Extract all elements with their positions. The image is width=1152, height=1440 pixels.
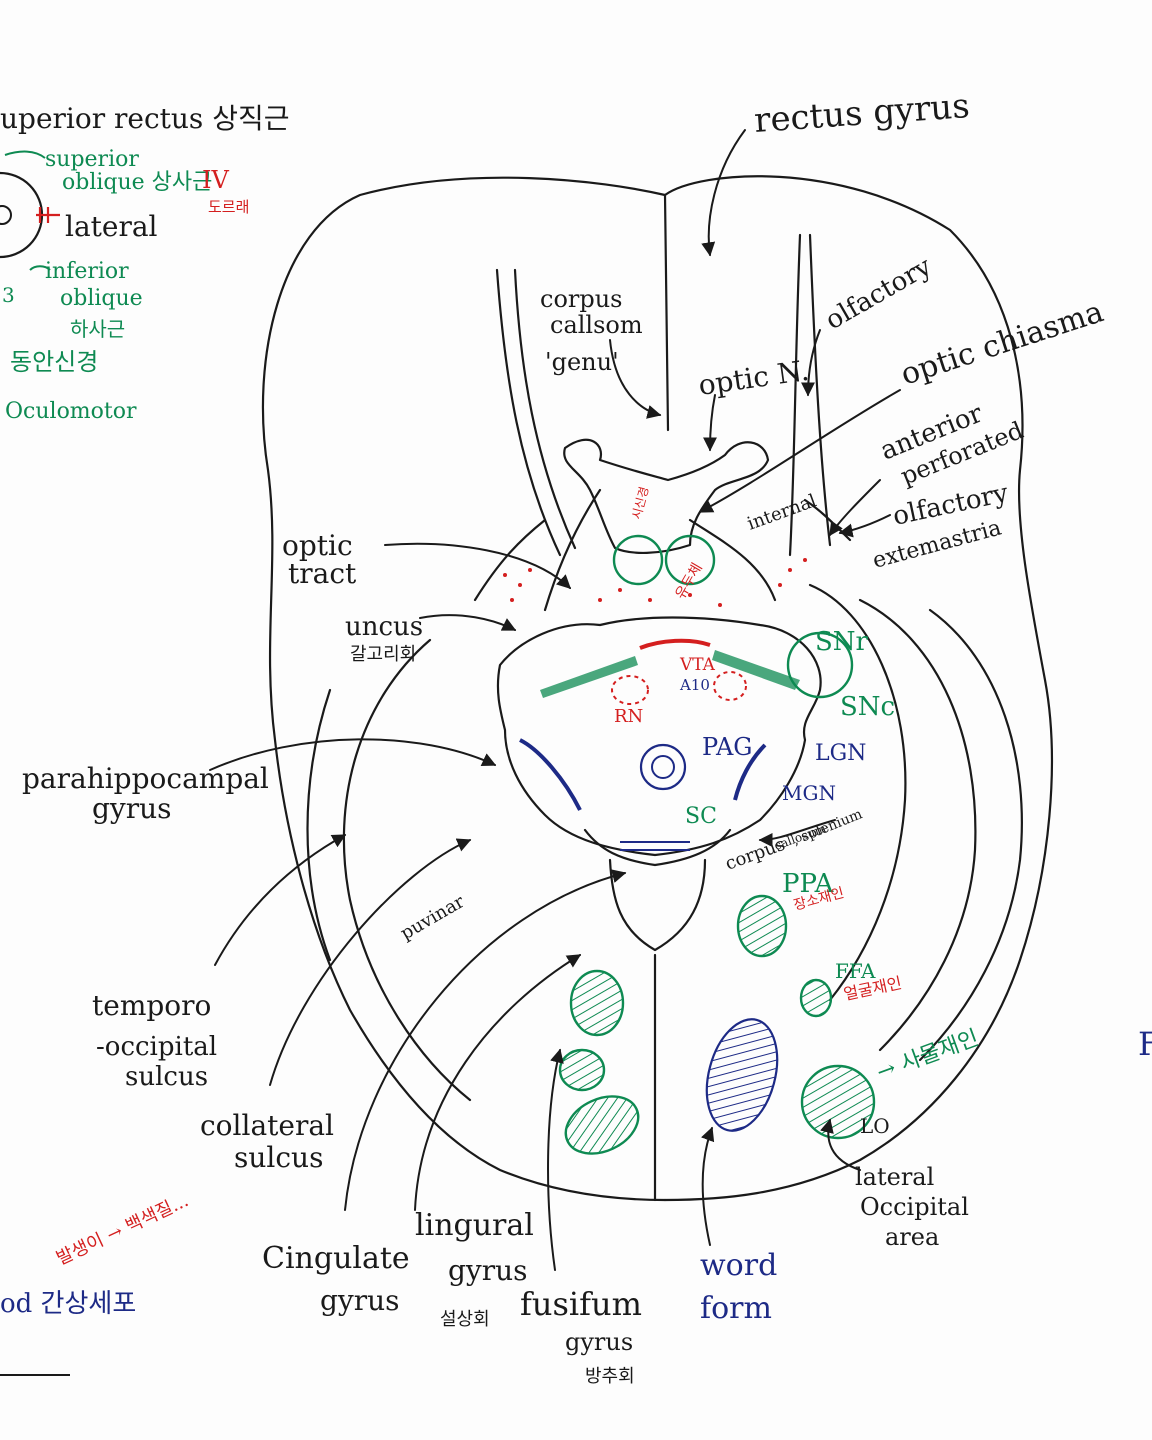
label-fusifum-1: fusifum bbox=[520, 1285, 642, 1323]
label-optic-tract-2: tract bbox=[288, 557, 357, 590]
label-optic-tract-1: optic bbox=[282, 529, 353, 562]
label-uncus-kr: 갈고리회 bbox=[350, 644, 416, 665]
label-temporo-1: temporo bbox=[92, 989, 211, 1022]
word-form-area bbox=[705, 1018, 779, 1132]
lingual-area-3 bbox=[564, 1095, 640, 1155]
label-olfactory-stria-2: extemastria bbox=[870, 515, 1004, 573]
label-inferior-oblique-1: inferior bbox=[45, 259, 129, 284]
label-word-2: form bbox=[700, 1291, 772, 1326]
label-word-1: word bbox=[700, 1248, 777, 1283]
ppa-area bbox=[736, 894, 788, 958]
label-collateral-1: collateral bbox=[200, 1109, 334, 1142]
label-cingulate-2: gyrus bbox=[320, 1284, 400, 1317]
label-lateral-occ-3: area bbox=[885, 1223, 939, 1251]
label-mgn: MGN bbox=[782, 781, 836, 805]
optic-chiasm bbox=[543, 438, 777, 612]
label-superior-rectus-en: uperior rectus 상직근 bbox=[0, 102, 289, 135]
label-lingural-1: lingural bbox=[415, 1208, 534, 1243]
label-far-right: F bbox=[1138, 1025, 1152, 1063]
label-snr: SNr bbox=[815, 627, 869, 657]
label-rn: RN bbox=[614, 706, 643, 727]
label-corpus-callosum-3: 'genu' bbox=[545, 348, 619, 376]
label-inferior-oblique-2: oblique bbox=[60, 286, 143, 311]
label-parahippocampal-1: parahippocampal bbox=[22, 762, 269, 795]
label-optic-n: optic N. bbox=[696, 354, 811, 402]
label-snc: SNc bbox=[840, 692, 895, 722]
midbrain bbox=[496, 616, 854, 952]
label-sc: SC bbox=[685, 804, 717, 829]
label-oculomotor: Oculomotor bbox=[5, 399, 137, 424]
label-ppa: PPA bbox=[782, 869, 835, 899]
label-lingural-kr: 설상회 bbox=[440, 1309, 490, 1330]
label-temporo-2: -occipital bbox=[96, 1032, 217, 1062]
label-bottom-red: 발생이 → 백색질... bbox=[53, 1190, 192, 1269]
label-cingulate-1: Cingulate bbox=[262, 1241, 410, 1276]
label-parahippocampal-2: gyrus bbox=[92, 792, 172, 825]
label-temporo-3: sulcus bbox=[125, 1062, 208, 1092]
label-lgn: LGN bbox=[815, 741, 866, 766]
left-margin-notes bbox=[0, 150, 70, 1376]
label-lateral-occ-2: Occipital bbox=[860, 1193, 969, 1221]
label-uncus: uncus bbox=[345, 612, 423, 642]
label-lingural-2: gyrus bbox=[448, 1254, 528, 1287]
lingual-area-2 bbox=[558, 1048, 606, 1092]
lingual-area-1 bbox=[569, 969, 625, 1037]
label-fusifum-kr: 방추회 bbox=[585, 1366, 635, 1387]
label-inferior-oblique-kr: 하사근 bbox=[70, 317, 125, 341]
label-corpus-callosum-2: callsom bbox=[550, 311, 643, 339]
label-vta: VTA bbox=[679, 655, 716, 675]
lo-area bbox=[800, 1064, 876, 1140]
brain-outline bbox=[261, 175, 1053, 1202]
label-chiasm-kr: 시신경 bbox=[629, 485, 651, 521]
label-num-3: 3 bbox=[2, 283, 15, 307]
label-superior-oblique-1: superior bbox=[45, 147, 139, 172]
anterior-perforated-dots bbox=[503, 558, 807, 607]
label-lateral-occ-1: lateral bbox=[855, 1163, 934, 1191]
label-lo-kr: → 사물재인 bbox=[874, 1026, 983, 1086]
label-olfactory: olfactory bbox=[821, 251, 937, 336]
visual-areas bbox=[558, 894, 876, 1155]
label-nerve-iv-kr: 도르래 bbox=[208, 198, 249, 216]
label-pulvinar: puvinar bbox=[397, 891, 468, 944]
label-nerve-iv: IV bbox=[202, 166, 229, 194]
label-internal: internal bbox=[745, 490, 820, 534]
label-corpus-callosum-1: corpus bbox=[540, 285, 623, 313]
label-collateral-2: sulcus bbox=[234, 1141, 323, 1174]
label-lateral: lateral bbox=[65, 210, 158, 243]
label-fusifum-2: gyrus bbox=[565, 1328, 633, 1356]
label-ffa: FFA bbox=[835, 959, 876, 983]
ffa-area bbox=[799, 978, 833, 1018]
label-bottom-black: od 간상세포 bbox=[0, 1289, 136, 1319]
label-a10: A10 bbox=[679, 676, 710, 694]
label-pag: PAG bbox=[702, 733, 752, 761]
label-oculomotor-kr: 동안신경 bbox=[10, 348, 98, 376]
label-lo: LO bbox=[860, 1114, 890, 1138]
label-superior-oblique-2: oblique 상사근 bbox=[62, 170, 212, 195]
label-corpus-spl-3: , splenium bbox=[791, 806, 865, 848]
leader-arrows bbox=[209, 129, 901, 1271]
label-rectus-gyrus: rectus gyrus bbox=[753, 86, 971, 141]
